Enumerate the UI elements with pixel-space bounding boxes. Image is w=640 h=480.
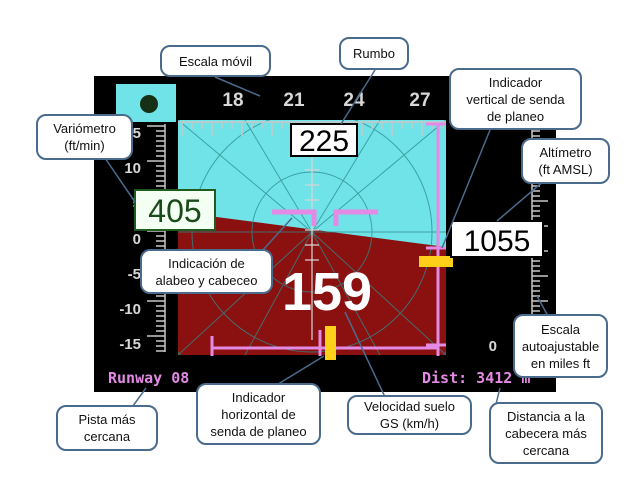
altitude-scale-label-0: 0 <box>489 338 497 355</box>
vario-label-minus10: -10 <box>119 301 141 318</box>
heading-value: 225 <box>299 125 349 158</box>
altitude-value: 1055 <box>464 225 531 258</box>
callout-moving-scale: Escala móvil <box>160 45 271 77</box>
callout-nearest-runway: Pista más cercana <box>56 405 158 451</box>
heading-label-24: 24 <box>343 90 365 111</box>
pitch-ladder <box>305 156 319 340</box>
callout-horizontal-glide: Indicador horizontal de senda de planeo <box>196 383 321 445</box>
horizontal-glide-marker <box>325 326 336 360</box>
vario-readout: 405 <box>134 189 216 231</box>
vario-label-0: 0 <box>133 231 141 248</box>
vario-label-10: 10 <box>124 160 141 177</box>
callout-autoscale: Escala autoajustable en miles ft <box>513 314 608 378</box>
callout-vertical-glide: Indicador vertical de senda de planeo <box>449 68 582 130</box>
gps-status-dot <box>140 95 158 113</box>
heading-label-21: 21 <box>283 90 305 111</box>
callout-threshold-distance: Distancia a la cabecera más cercana <box>489 402 603 464</box>
heading-readout: 225 <box>290 123 358 158</box>
callout-groundspeed: Velocidad suelo GS (km/h) <box>347 395 472 435</box>
heading-label-27: 27 <box>409 90 430 111</box>
attitude-area <box>178 120 446 355</box>
vario-label-minus15: -15 <box>119 336 141 353</box>
vario-value: 405 <box>148 193 201 229</box>
vario-label-minus5: -5 <box>128 266 141 283</box>
vertical-glide-marker <box>419 256 453 267</box>
heading-label-18: 18 <box>222 90 243 111</box>
distance-label: Dist: 3412 m <box>422 369 530 387</box>
vertical-glide-indicator <box>419 122 453 347</box>
callout-variometer: Variómetro (ft/min) <box>36 114 133 160</box>
altitude-readout: 1055 <box>450 220 544 258</box>
callout-altimeter: Altímetro (ft AMSL) <box>521 138 610 184</box>
callout-heading: Rumbo <box>339 37 409 70</box>
callout-attitude: Indicación de alabeo y cabeceo <box>140 249 273 294</box>
groundspeed-value: 159 <box>282 262 372 322</box>
attitude-symbol <box>272 209 378 226</box>
runway-label: Runway 08 <box>108 369 189 387</box>
